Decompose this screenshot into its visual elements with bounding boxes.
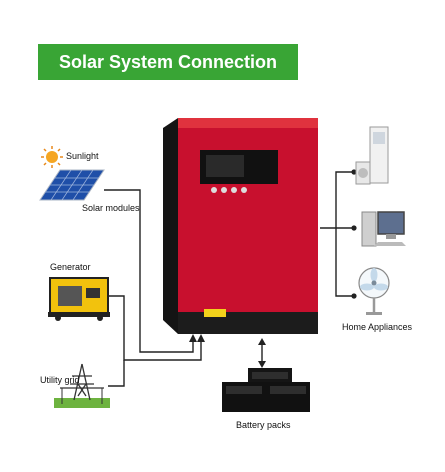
sunlight-label: Sunlight (66, 151, 99, 161)
ac-wire (320, 171, 354, 229)
inverter-button (231, 187, 237, 193)
utility-pole-icon (54, 363, 110, 408)
wire-dots (351, 169, 357, 299)
battery-icon (222, 368, 310, 412)
inverter-button (241, 187, 247, 193)
air-conditioner-icon (355, 126, 389, 185)
solar-panel-icon (39, 169, 105, 201)
inverter-button (221, 187, 227, 193)
arrowheads (189, 334, 266, 368)
fan-icon (358, 267, 390, 315)
inverter-button (211, 187, 217, 193)
computer-icon (361, 211, 406, 247)
fan-wire (335, 228, 354, 297)
grid-wire (108, 360, 125, 387)
sun-icon (41, 146, 63, 168)
home-appliances-label: Home Appliances (342, 322, 413, 332)
generator-label: Generator (50, 262, 91, 272)
inverter (163, 118, 318, 334)
warning-label (204, 309, 226, 317)
wiring (104, 171, 354, 387)
solar-wire (104, 189, 194, 353)
solar-modules-label: Solar modules (82, 203, 140, 213)
page-title: Solar System Connection (38, 44, 298, 80)
battery-packs-label: Battery packs (236, 420, 291, 430)
utility-grid-label: Utility grid (40, 375, 80, 385)
generator-icon (48, 277, 110, 321)
